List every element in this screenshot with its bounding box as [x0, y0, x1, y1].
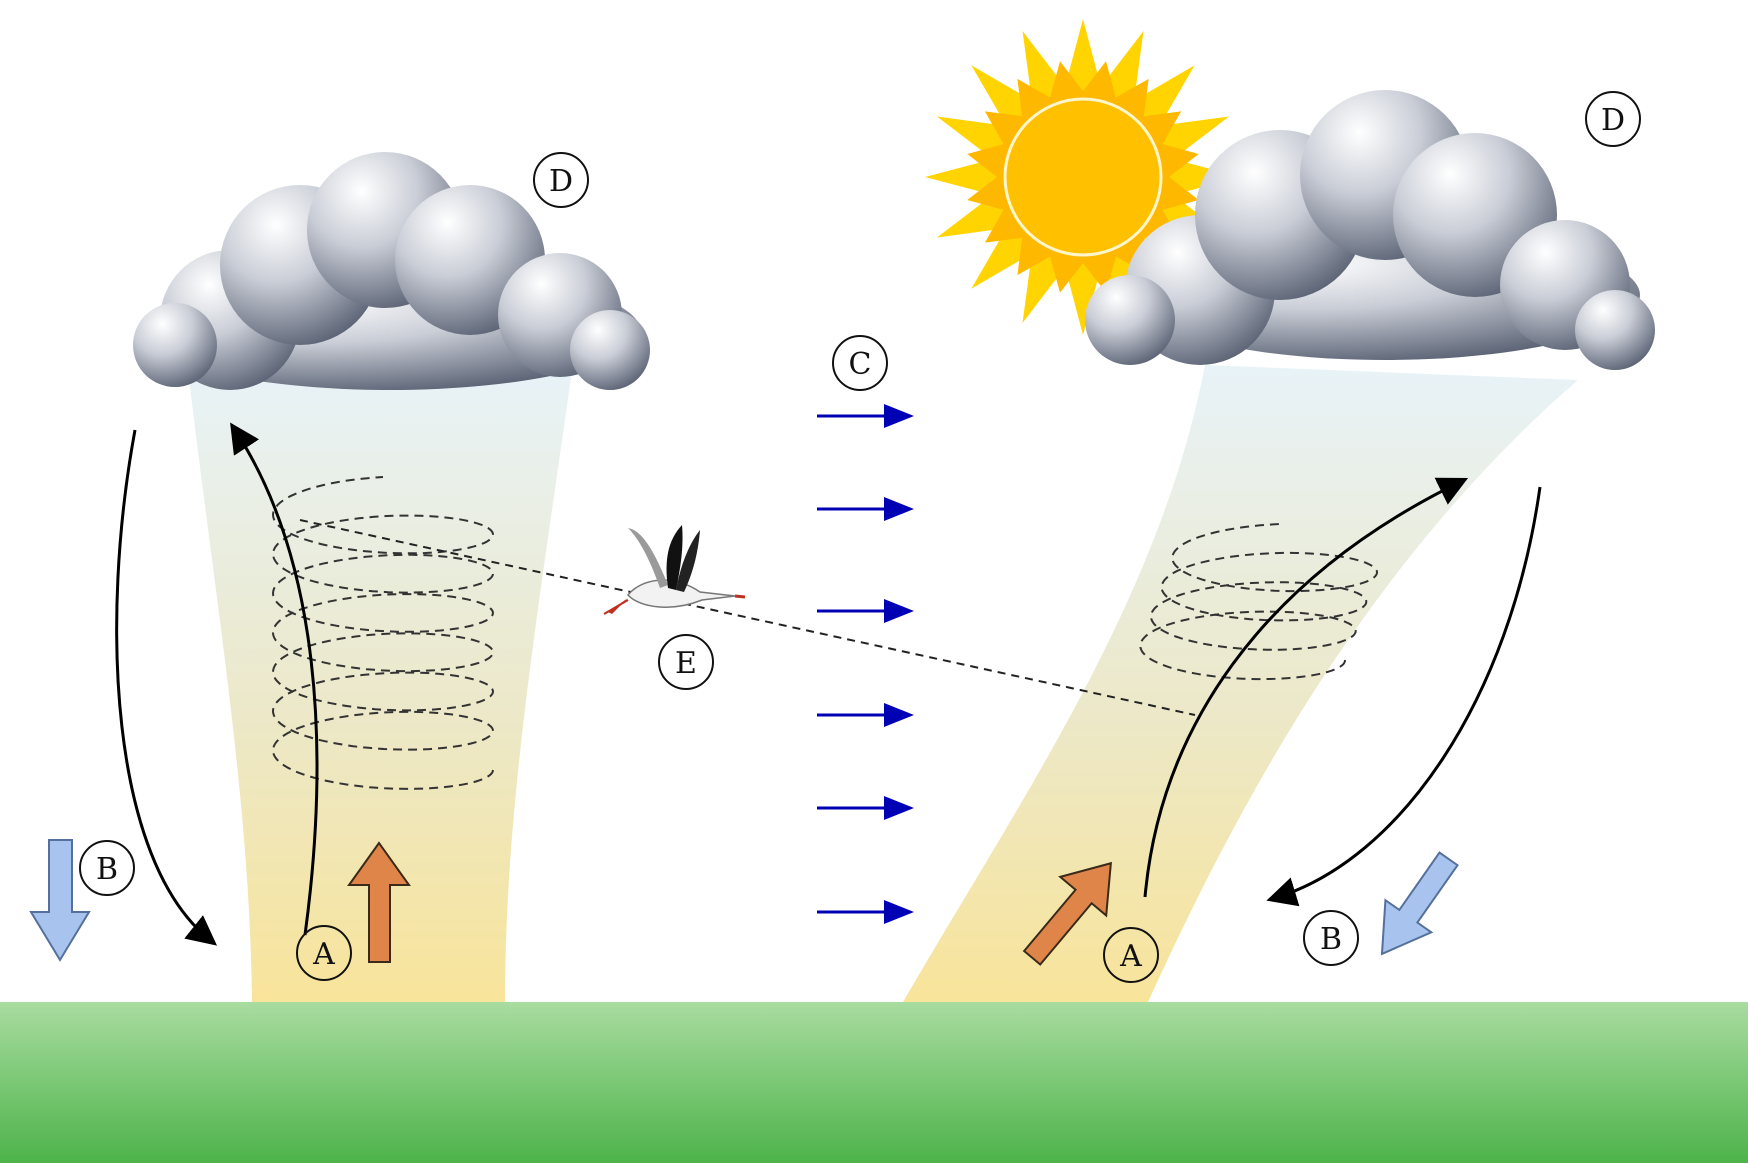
cloud-icon: [1085, 90, 1655, 370]
rising-air-arrow-left: [230, 422, 319, 936]
svg-text:D: D: [549, 164, 573, 199]
ground: [0, 1002, 1748, 1163]
thermal-spiral-left: [271, 476, 495, 790]
svg-text:A: A: [1119, 939, 1142, 974]
sink-arrow-left: [29, 839, 91, 962]
updraft-arrow-right: [1022, 861, 1112, 966]
label-a-left: A: [296, 925, 352, 981]
label-b-left: B: [79, 840, 135, 896]
label-b-right: B: [1303, 910, 1359, 966]
cloud-icon: [133, 152, 650, 390]
thermal-column-right: [903, 365, 1578, 1002]
label-c: C: [832, 335, 888, 391]
svg-text:B: B: [96, 852, 118, 887]
updraft-arrow-left: [347, 841, 411, 963]
svg-text:C: C: [849, 347, 872, 382]
svg-text:B: B: [1320, 922, 1342, 957]
stork-icon: [603, 525, 746, 615]
svg-text:E: E: [675, 646, 697, 681]
glide-path: [299, 519, 1196, 716]
sinking-air-arrow-right: [1266, 486, 1542, 907]
label-d-right: D: [1585, 91, 1641, 147]
svg-text:D: D: [1601, 103, 1625, 138]
sink-arrow-right: [1380, 851, 1459, 956]
label-e: E: [658, 634, 714, 690]
thermal-spiral-right: [1139, 523, 1379, 681]
label-d-left: D: [533, 152, 589, 208]
wind-arrows: [817, 404, 914, 924]
svg-text:A: A: [312, 937, 335, 972]
sinking-air-arrow-left: [115, 429, 218, 946]
thermal-column-left: [188, 370, 572, 1002]
label-a-right: A: [1103, 927, 1159, 983]
rising-air-arrow-right: [1143, 477, 1469, 898]
